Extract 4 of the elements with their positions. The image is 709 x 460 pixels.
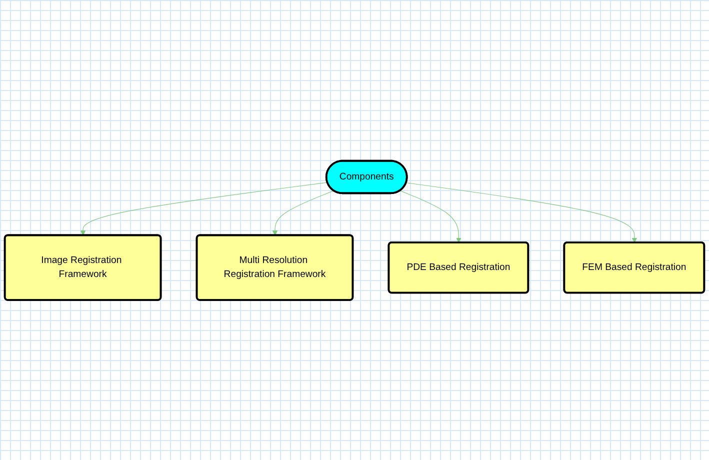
arrow bbox=[80, 182, 328, 236]
arrow bbox=[272, 190, 334, 236]
arrow bbox=[400, 190, 462, 243]
arrow bbox=[406, 182, 638, 243]
